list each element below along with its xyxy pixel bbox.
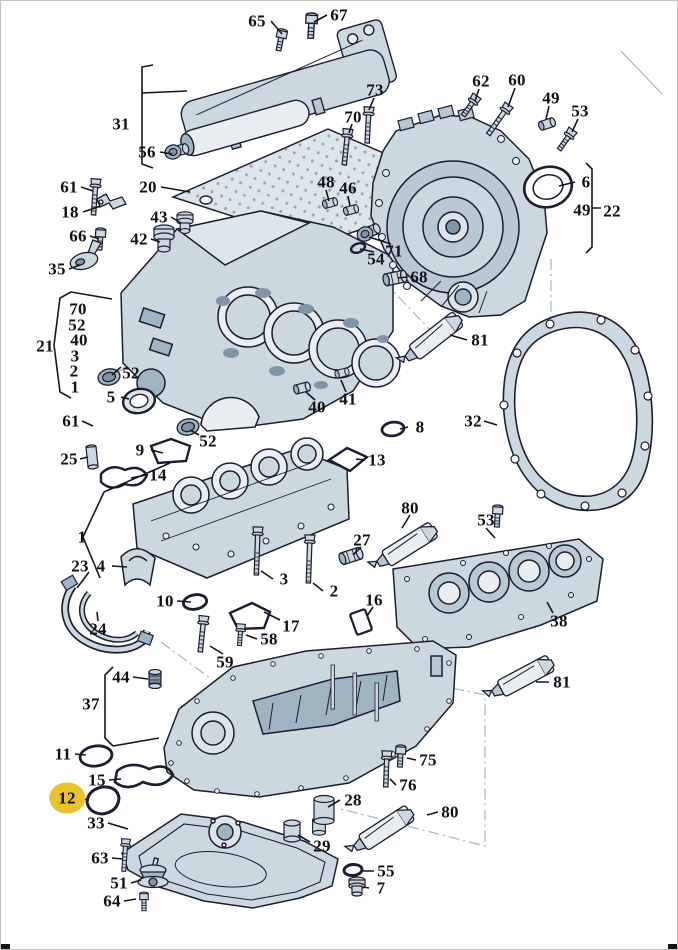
part-label-53[interactable]: 53 <box>571 101 589 121</box>
part-label-59[interactable]: 59 <box>216 652 234 672</box>
part-label-17[interactable]: 17 <box>282 616 300 636</box>
part-label-4[interactable]: 4 <box>96 556 106 576</box>
cover-part-31 <box>180 19 398 157</box>
part-label-18[interactable]: 18 <box>61 202 79 222</box>
part-label-35[interactable]: 35 <box>48 259 66 279</box>
part-label-53b[interactable]: 53 <box>477 510 495 530</box>
part-label-52b[interactable]: 52 <box>122 363 140 383</box>
part-label-9[interactable]: 9 <box>135 440 145 460</box>
part-label-31[interactable]: 31 <box>112 114 130 134</box>
part-label-56[interactable]: 56 <box>138 142 156 162</box>
scan-mark-bottom-left <box>1 944 10 949</box>
part-label-75[interactable]: 75 <box>419 750 437 770</box>
part-label-g3[interactable]: 3 <box>70 346 80 366</box>
part-label-64[interactable]: 64 <box>103 891 121 911</box>
part-label-61b[interactable]: 61 <box>62 411 80 431</box>
scan-mark-bottom-right <box>668 944 677 949</box>
part-label-70[interactable]: 70 <box>344 107 362 127</box>
group-brackets <box>53 64 601 747</box>
part-label-g1[interactable]: 1 <box>70 377 80 397</box>
part-label-5[interactable]: 5 <box>106 387 116 407</box>
part-label-29[interactable]: 29 <box>313 836 331 856</box>
part-label-38[interactable]: 38 <box>550 611 568 631</box>
part-label-13[interactable]: 13 <box>368 450 386 470</box>
part-label-51[interactable]: 51 <box>110 873 128 893</box>
part-label-24[interactable]: 24 <box>89 619 107 639</box>
part-label-21[interactable]: 21 <box>36 336 54 356</box>
part-label-52c[interactable]: 52 <box>199 431 217 451</box>
part-label-76[interactable]: 76 <box>399 775 417 795</box>
part-label-12[interactable]: 12 <box>50 783 84 813</box>
oil-pipe-parts-23-24 <box>60 574 155 654</box>
part-label-28[interactable]: 28 <box>344 790 362 810</box>
part-label-81b[interactable]: 81 <box>553 672 571 692</box>
part-label-42[interactable]: 42 <box>130 229 148 249</box>
part-label-73[interactable]: 73 <box>366 80 384 100</box>
part-label-80a[interactable]: 80 <box>401 498 419 518</box>
part-label-6[interactable]: 6 <box>581 172 591 192</box>
part-label-44[interactable]: 44 <box>112 667 130 687</box>
leader-lines <box>68 14 579 902</box>
part-label-55[interactable]: 55 <box>377 861 395 881</box>
part-label-65[interactable]: 65 <box>248 11 266 31</box>
part-label-23[interactable]: 23 <box>71 556 89 576</box>
part-label-61[interactable]: 61 <box>60 177 78 197</box>
part-label-11[interactable]: 11 <box>54 744 72 764</box>
part-label-66[interactable]: 66 <box>69 226 87 246</box>
part-label-62[interactable]: 62 <box>472 71 490 91</box>
part-label-48[interactable]: 48 <box>317 172 335 192</box>
windage-tray-part-38 <box>392 538 604 650</box>
part-label-49[interactable]: 49 <box>542 88 560 108</box>
bracket-part-4 <box>120 548 156 587</box>
part-label-40[interactable]: 40 <box>308 397 326 417</box>
part-label-37[interactable]: 37 <box>82 694 100 714</box>
part-label-g52[interactable]: 52 <box>68 315 86 335</box>
part-label-54[interactable]: 54 <box>367 249 385 269</box>
part-label-63[interactable]: 63 <box>91 848 109 868</box>
part-label-49b[interactable]: 49 <box>573 200 591 220</box>
gasket-part-32 <box>499 311 654 512</box>
part-label-g70[interactable]: 70 <box>69 299 87 319</box>
part-label-71[interactable]: 71 <box>385 241 403 261</box>
part-label-46[interactable]: 46 <box>339 178 357 198</box>
part-label-27[interactable]: 27 <box>353 530 371 550</box>
part-label-2[interactable]: 2 <box>329 581 339 601</box>
part-label-67[interactable]: 67 <box>330 5 348 25</box>
part-label-25[interactable]: 25 <box>60 449 78 469</box>
part-label-32[interactable]: 32 <box>464 411 482 431</box>
sealing-flange-housing <box>370 104 548 318</box>
part-label-43[interactable]: 43 <box>150 207 168 227</box>
part-label-81a[interactable]: 81 <box>471 330 489 350</box>
bedplate-part-1 <box>132 437 350 579</box>
part-label-68[interactable]: 68 <box>410 267 428 287</box>
part-label-80b[interactable]: 80 <box>441 802 459 822</box>
part-label-60[interactable]: 60 <box>508 70 526 90</box>
part-label-8[interactable]: 8 <box>415 417 425 437</box>
part-label-7[interactable]: 7 <box>376 878 386 898</box>
part-label-g40[interactable]: 40 <box>70 330 88 350</box>
part-label-g2[interactable]: 2 <box>69 361 79 381</box>
small-parts <box>69 12 579 912</box>
part-label-22[interactable]: 22 <box>603 201 621 221</box>
part-label-3[interactable]: 3 <box>279 569 289 589</box>
cylinder-block-part-21 <box>120 210 401 432</box>
part-label-14[interactable]: 14 <box>149 465 167 485</box>
part-label-1[interactable]: 1 <box>77 527 87 547</box>
part-label-10[interactable]: 10 <box>156 591 174 611</box>
part-label-33[interactable]: 33 <box>87 813 105 833</box>
part-label-16[interactable]: 16 <box>365 590 383 610</box>
part-label-41[interactable]: 41 <box>339 389 357 409</box>
part-label-15[interactable]: 15 <box>88 770 106 790</box>
part-label-20[interactable]: 20 <box>139 177 157 197</box>
part-label-58[interactable]: 58 <box>260 629 278 649</box>
